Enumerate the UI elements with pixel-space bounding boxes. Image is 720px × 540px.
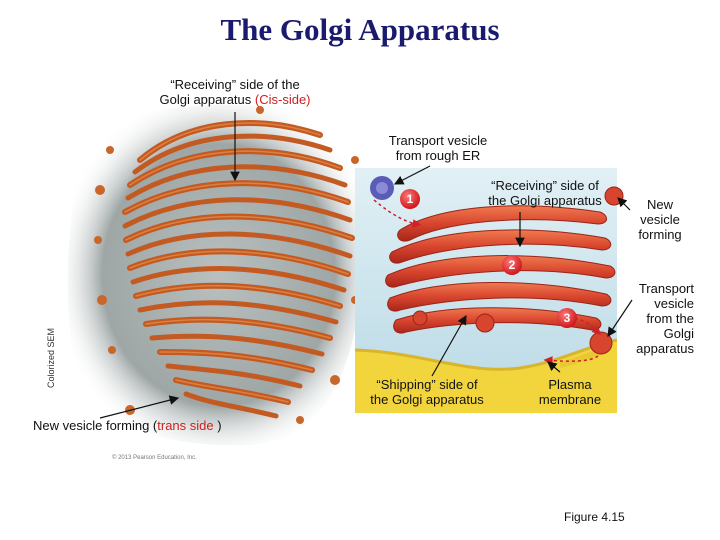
step-3-badge: 3: [557, 308, 577, 328]
copyright-notice: © 2013 Pearson Education, Inc.: [112, 455, 197, 461]
cis-side-highlight: (Cis-side): [254, 92, 311, 107]
golgi-illustration: [354, 168, 624, 413]
transport-er-label: Transport vesicle from rough ER: [388, 133, 488, 163]
trans-side-highlight: trans side: [157, 418, 214, 433]
callout-lines: [99, 112, 633, 419]
plasma-membrane-label: Plasma membrane: [538, 377, 602, 407]
step-1-badge: 1: [400, 189, 420, 209]
receiving-cis-label: “Receiving” side of the Golgi apparatus …: [159, 77, 311, 107]
shipping-golgi-label: “Shipping” side of the Golgi apparatus: [370, 377, 484, 407]
figure-caption: Figure 4.15: [564, 510, 625, 524]
page-title: The Golgi Apparatus: [220, 12, 500, 47]
step-2-badge: 2: [502, 255, 522, 275]
trans-side-label: New vesicle forming (trans side ): [33, 418, 222, 433]
transport-golgi-label: Transport vesicle from the Golgi apparat…: [636, 281, 694, 356]
colorized-sem-label: Colorized SEM: [46, 327, 56, 388]
sem-micrograph: [67, 104, 370, 446]
new-vesicle-label: New vesicle forming: [638, 197, 682, 242]
receiving-golgi-label: “Receiving” side of the Golgi apparatus: [488, 178, 602, 208]
